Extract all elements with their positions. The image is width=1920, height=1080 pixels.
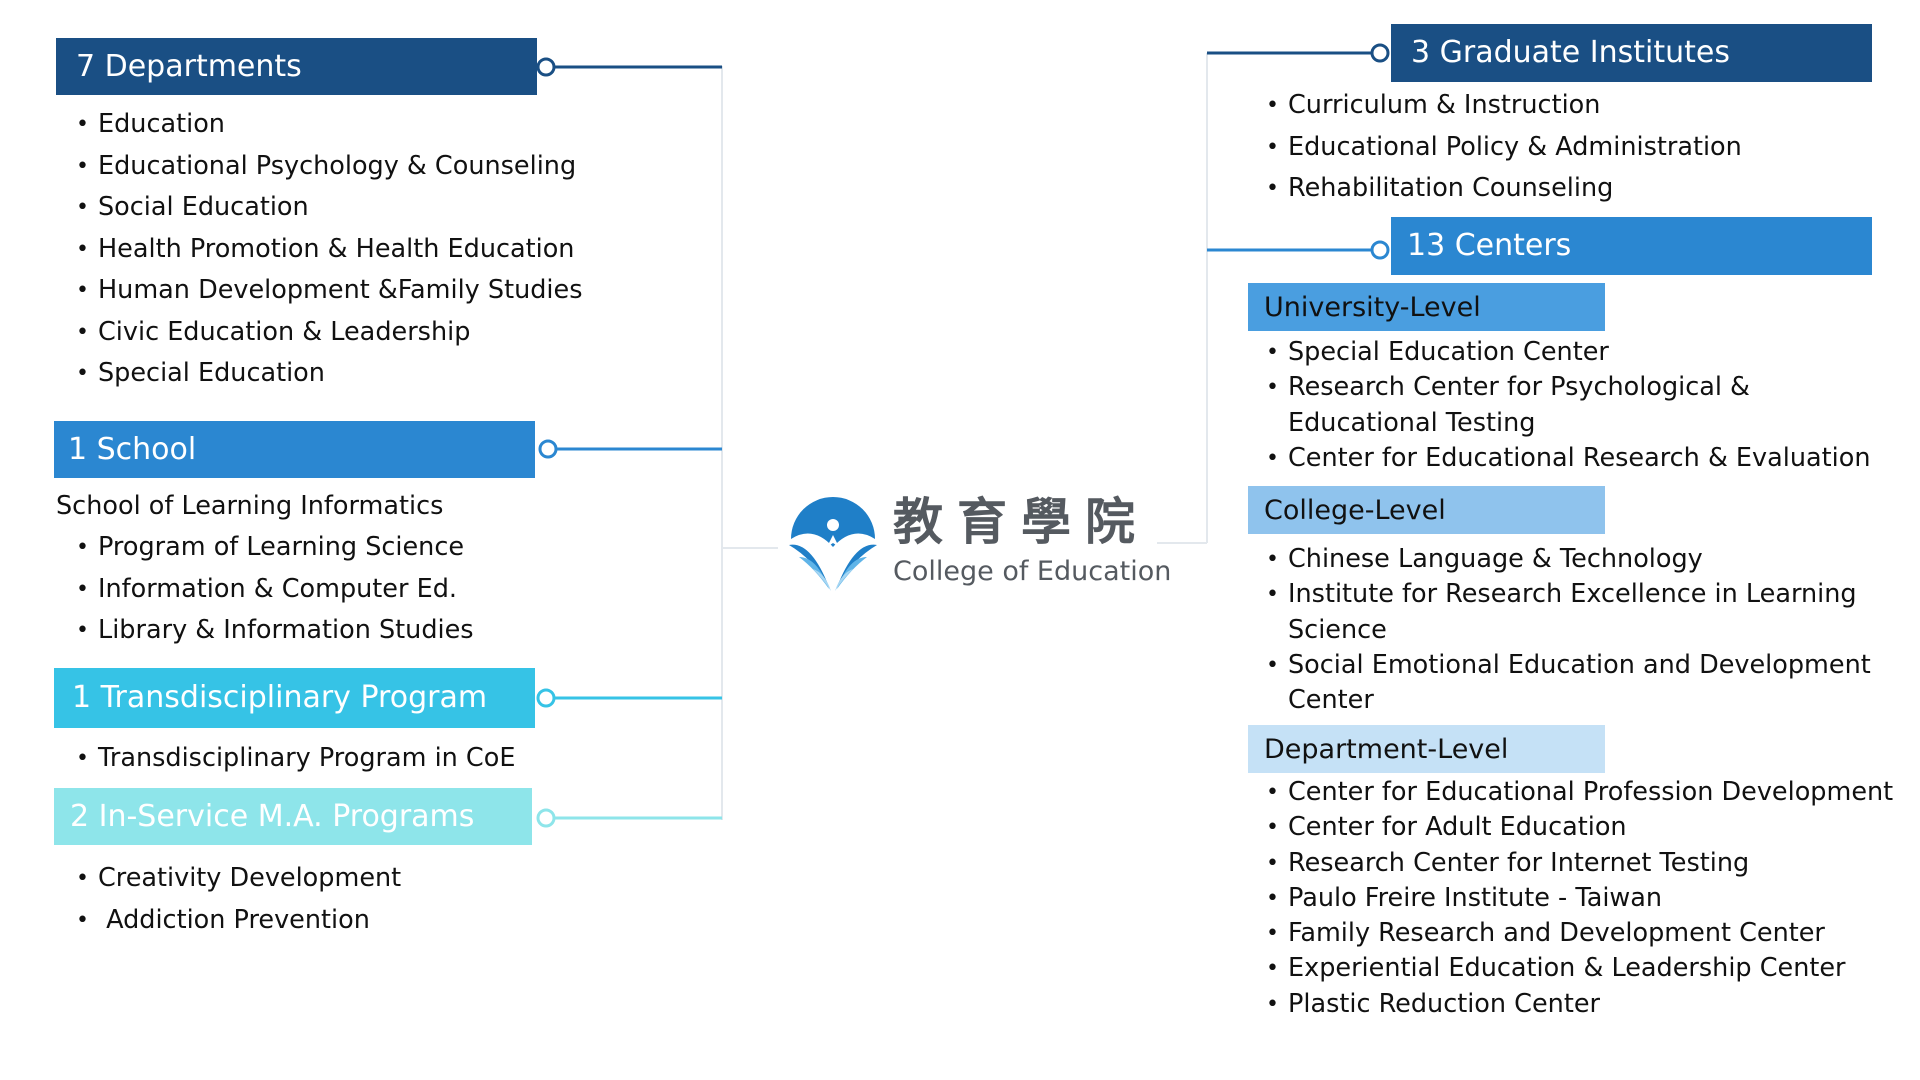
list-item: Social Education bbox=[76, 187, 582, 229]
list-item: Information & Computer Ed. bbox=[76, 569, 474, 611]
in-service-header: 2 In-Service M.A. Programs bbox=[54, 788, 532, 845]
list-item: Institute for Research Excellence in Lea… bbox=[1266, 577, 1871, 613]
list-item: Experiential Education & Leadership Cent… bbox=[1266, 951, 1893, 987]
in-service-list: Creativity Development Addiction Prevent… bbox=[76, 858, 401, 941]
university-level-label: University-Level bbox=[1248, 283, 1605, 331]
university-level-label-text: University-Level bbox=[1264, 291, 1481, 323]
list-item: Center for Adult Education bbox=[1266, 810, 1893, 846]
list-item: Curriculum & Instruction bbox=[1266, 85, 1742, 127]
department-level-list: Center for Educational Profession Develo… bbox=[1266, 775, 1893, 1022]
list-item: Educational Policy & Administration bbox=[1266, 127, 1742, 169]
school-name: School of Learning Informatics bbox=[56, 491, 444, 521]
list-item: Health Promotion & Health Education bbox=[76, 229, 582, 271]
list-item: Plastic Reduction Center bbox=[1266, 987, 1893, 1023]
centers-header: 13 Centers bbox=[1391, 217, 1872, 275]
list-item: Civic Education & Leadership bbox=[76, 312, 582, 354]
connector-node bbox=[536, 688, 556, 708]
list-item-continuation: Science bbox=[1288, 614, 1387, 645]
school-header: 1 School bbox=[54, 421, 535, 478]
connector-node bbox=[1370, 240, 1390, 260]
connector-node bbox=[1370, 43, 1390, 63]
list-item: Library & Information Studies bbox=[76, 610, 474, 652]
department-level-label: Department-Level bbox=[1248, 725, 1605, 773]
school-programs-list: Program of Learning Science Information … bbox=[76, 527, 474, 652]
list-item: Paulo Freire Institute - Taiwan bbox=[1266, 881, 1893, 917]
university-level-list: Special Education Center Research Center… bbox=[1266, 335, 1870, 476]
list-item: Special Education bbox=[76, 353, 582, 395]
in-service-header-label: 2 In-Service M.A. Programs bbox=[70, 798, 475, 834]
connector-node bbox=[536, 808, 556, 828]
departments-list: Education Educational Psychology & Couns… bbox=[76, 104, 582, 395]
list-item: Special Education Center bbox=[1266, 335, 1870, 371]
list-item: Education bbox=[76, 104, 582, 146]
connector-node bbox=[536, 57, 556, 77]
list-item: Educational Psychology & Counseling bbox=[76, 146, 582, 188]
list-item: Research Center for Internet Testing bbox=[1266, 846, 1893, 882]
logo-english-title: College of Education bbox=[893, 556, 1172, 587]
list-item: Research Center for Psychological & bbox=[1266, 370, 1870, 406]
college-level-label-text: College-Level bbox=[1264, 494, 1446, 526]
list-item: Addiction Prevention bbox=[76, 900, 401, 942]
list-item-continuation: Center bbox=[1288, 685, 1374, 716]
list-item: Transdisciplinary Program in CoE bbox=[76, 738, 515, 780]
college-of-education-emblem-icon bbox=[789, 497, 877, 591]
list-item: Family Research and Development Center bbox=[1266, 916, 1893, 952]
list-item: Creativity Development bbox=[76, 858, 401, 900]
transdisciplinary-list: Transdisciplinary Program in CoE bbox=[76, 738, 515, 780]
list-item: Social Emotional Education and Developme… bbox=[1266, 648, 1871, 684]
school-header-label: 1 School bbox=[68, 431, 197, 467]
departments-header: 7 Departments bbox=[56, 38, 537, 95]
list-item: Human Development &Family Studies bbox=[76, 270, 582, 312]
centers-header-label: 13 Centers bbox=[1407, 228, 1572, 263]
connector-node bbox=[538, 439, 558, 459]
transdisciplinary-header: 1 Transdisciplinary Program bbox=[54, 668, 535, 728]
list-item: Rehabilitation Counseling bbox=[1266, 168, 1742, 210]
list-item: Program of Learning Science bbox=[76, 527, 474, 569]
graduate-institutes-header-label: 3 Graduate Institutes bbox=[1411, 35, 1730, 70]
college-level-label: College-Level bbox=[1248, 486, 1605, 534]
graduate-institutes-list: Curriculum & Instruction Educational Pol… bbox=[1266, 85, 1742, 210]
list-item-continuation: Educational Testing bbox=[1288, 407, 1536, 438]
list-item: Center for Educational Research & Evalua… bbox=[1266, 441, 1870, 477]
graduate-institutes-header: 3 Graduate Institutes bbox=[1391, 24, 1872, 82]
department-level-label-text: Department-Level bbox=[1264, 733, 1509, 765]
college-level-list: Chinese Language & Technology Institute … bbox=[1266, 542, 1871, 718]
logo-chinese-title: 教育學院 bbox=[893, 492, 1149, 551]
departments-header-label: 7 Departments bbox=[76, 48, 302, 84]
list-item: Chinese Language & Technology bbox=[1266, 542, 1871, 578]
transdisciplinary-header-label: 1 Transdisciplinary Program bbox=[72, 680, 488, 715]
list-item: Center for Educational Profession Develo… bbox=[1266, 775, 1893, 811]
